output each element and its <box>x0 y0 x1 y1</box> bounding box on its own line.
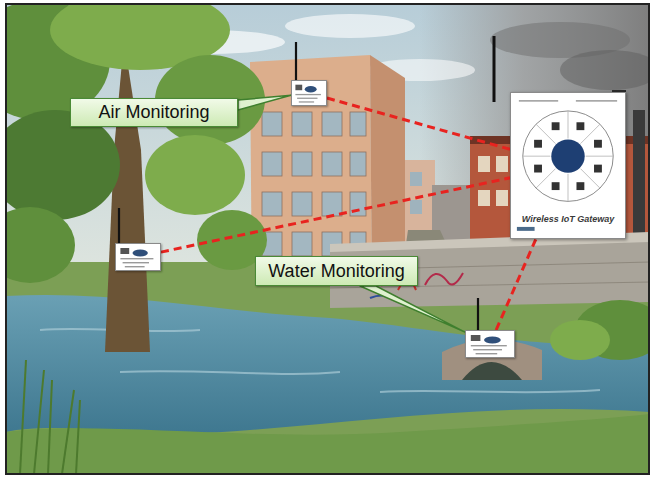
antennas <box>119 36 494 330</box>
device-icon <box>594 165 602 173</box>
window <box>496 190 508 206</box>
gateway-label: Wireless IoT Gateway <box>511 214 625 224</box>
wireless-link <box>161 178 510 252</box>
callout-label: Water Monitoring <box>266 261 406 282</box>
antenna <box>118 208 120 243</box>
window <box>262 112 282 136</box>
bush <box>550 320 610 360</box>
window <box>322 192 342 216</box>
sensor-logo <box>484 337 501 344</box>
stone-bridge <box>442 339 542 380</box>
device-icon <box>576 122 584 130</box>
window <box>478 156 490 172</box>
sensor-node <box>465 330 515 358</box>
wireless-link <box>327 98 510 149</box>
device-icon <box>552 122 560 130</box>
reed <box>76 400 80 474</box>
callout-box: Air Monitoring <box>70 98 238 127</box>
sensor-print <box>471 345 507 346</box>
window <box>322 152 342 176</box>
gateway-box: Wireless IoT Gateway <box>510 92 626 239</box>
window <box>262 152 282 176</box>
maker-logo <box>517 227 535 231</box>
sensor-print <box>120 258 153 259</box>
sensor-logo <box>305 86 317 92</box>
sensor-chip <box>471 335 481 341</box>
sensor-logo <box>133 250 148 257</box>
reed <box>48 380 52 474</box>
reed <box>20 360 26 474</box>
sensor-node <box>115 243 161 271</box>
device-icon <box>534 140 542 148</box>
sensor-print <box>123 262 149 263</box>
foreground-grass <box>6 414 649 474</box>
antenna <box>493 36 496 102</box>
cloud <box>285 14 415 38</box>
window <box>292 232 312 256</box>
hub-spoke <box>523 156 551 157</box>
river <box>6 295 649 433</box>
callout-label: Air Monitoring <box>96 102 211 123</box>
leaves <box>145 135 245 215</box>
office-windows <box>262 112 366 256</box>
callout-pointer <box>360 286 465 332</box>
device-icon <box>594 140 602 148</box>
window <box>292 152 312 176</box>
sensor-print <box>473 349 502 350</box>
window <box>350 112 366 136</box>
window <box>292 192 312 216</box>
window <box>496 156 508 172</box>
hub-spoke <box>568 174 569 202</box>
bridge-arch <box>462 362 522 380</box>
reeds <box>20 360 80 474</box>
smoke-cloud <box>560 50 649 90</box>
sensor-print <box>297 98 317 99</box>
painting <box>6 4 649 474</box>
hub-center <box>551 139 584 172</box>
window <box>262 192 282 216</box>
sensor-face <box>466 331 514 357</box>
window <box>350 152 366 176</box>
hub-spoke <box>568 111 569 139</box>
window <box>322 112 342 136</box>
fine-print <box>519 100 558 101</box>
leaves <box>6 207 75 283</box>
smokestack <box>633 110 645 250</box>
sensor-print <box>299 101 314 102</box>
antenna <box>295 42 297 80</box>
sensor-face <box>292 81 326 105</box>
reed <box>34 370 44 474</box>
graffiti-mark <box>425 273 463 285</box>
sensor-node <box>291 80 327 106</box>
hub-ring <box>523 111 613 201</box>
device-icon <box>576 182 584 190</box>
tree-foliage <box>6 4 649 360</box>
sensor-print <box>125 266 145 267</box>
sensor-chip <box>120 248 129 254</box>
wireless-link <box>496 239 536 330</box>
sensor-print <box>295 94 321 95</box>
window <box>410 172 422 186</box>
picture-frame <box>6 4 649 474</box>
callout-pointer <box>238 95 291 110</box>
fine-print <box>576 100 617 101</box>
sensor-print <box>476 353 498 354</box>
window <box>478 190 490 206</box>
window <box>292 112 312 136</box>
device-icon <box>534 165 542 173</box>
window <box>410 200 422 214</box>
device-icon <box>552 182 560 190</box>
reed <box>62 390 74 474</box>
callout-box: Water Monitoring <box>255 256 418 286</box>
sensor-face <box>116 244 160 270</box>
sensor-chip <box>295 85 302 91</box>
hub-spoke <box>586 156 614 157</box>
tree-trunk <box>105 40 150 352</box>
antenna <box>477 298 479 330</box>
